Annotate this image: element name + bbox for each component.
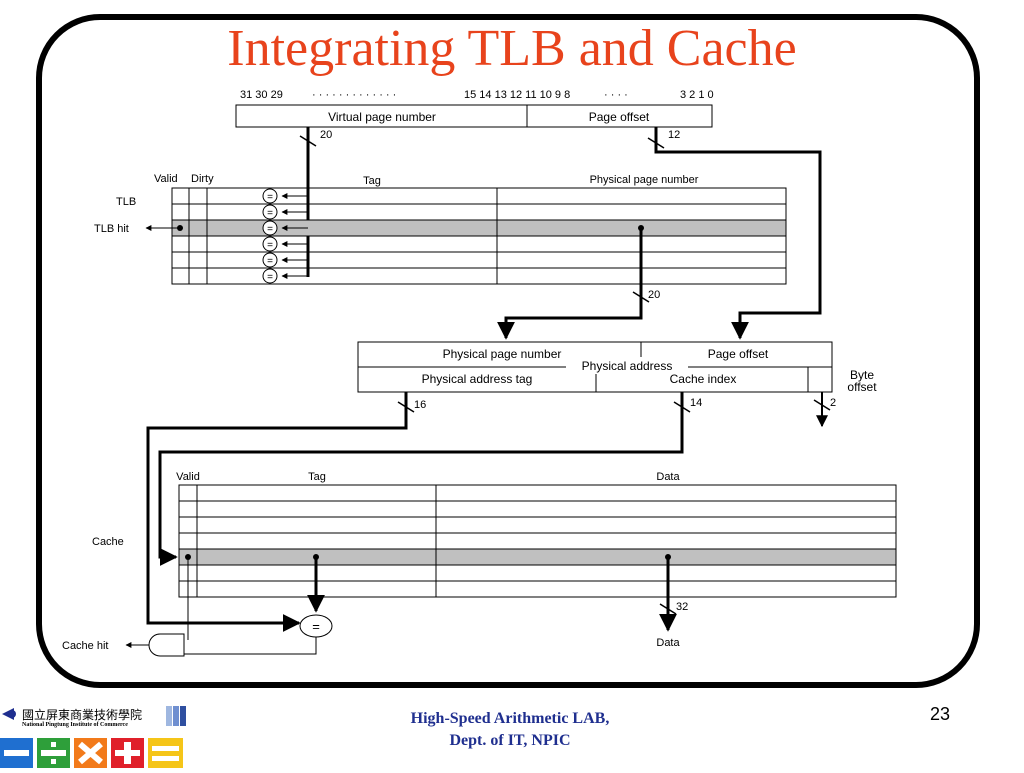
institute-logo: 國立屏東商業技術學院 National Pingtung Institute o… xyxy=(0,706,200,773)
pa-tag-label: Physical address tag xyxy=(422,372,533,386)
ppn-width: 20 xyxy=(648,289,660,301)
tlb-tag-header: Tag xyxy=(363,175,381,187)
svg-text:=: = xyxy=(267,192,273,203)
pa-index-bus: 14 xyxy=(158,392,702,566)
data-width: 32 xyxy=(676,601,688,613)
vpn-width: 20 xyxy=(320,129,332,141)
svg-text:=: = xyxy=(267,224,273,235)
tlb-hit-label: TLB hit xyxy=(94,223,129,235)
cache-label: Cache xyxy=(92,536,124,548)
data-out-label: Data xyxy=(656,637,680,649)
cache-tag-header: Tag xyxy=(308,471,326,483)
footer-line-2: Dept. of IT, NPIC xyxy=(449,732,571,749)
pa-ppn-label: Physical page number xyxy=(443,347,562,361)
tlb-dirty-header: Dirty xyxy=(191,173,214,185)
virtual-address-bits: 31 30 29 · · · · · · · · · · · · · 15 14… xyxy=(240,89,714,101)
cache-table: Valid Tag Data Cache xyxy=(92,471,897,598)
tlb-valid-header: Valid xyxy=(154,173,178,185)
pa-tag-bus: 16 xyxy=(146,392,426,632)
vaddr-offset-label: Page offset xyxy=(589,110,650,124)
cache-hit-label: Cache hit xyxy=(62,640,108,652)
pa-offset-label: Page offset xyxy=(708,347,769,361)
cache-highlight-row xyxy=(179,549,896,565)
tlb-comparator: = = = = = = xyxy=(262,188,278,284)
logo-graphic xyxy=(0,706,186,768)
cache-data-header: Data xyxy=(656,471,680,483)
cache-comparator: = xyxy=(184,614,333,655)
footer-lab-credit: High-Speed Arithmetic LAB, Dept. of IT, … xyxy=(330,708,690,752)
offset-width: 12 xyxy=(668,129,680,141)
tlb-table: Valid Dirty Tag Physical page number TLB xyxy=(116,173,787,285)
tlb-hit-signal: TLB hit xyxy=(94,223,183,235)
tlb-ppn-header: Physical page number xyxy=(590,174,699,186)
logo-institute-name: 國立屏東商業技術學院 xyxy=(22,708,143,722)
logo-institute-subtitle: National Pingtung Institute of Commerce xyxy=(22,722,128,728)
pa-index-label: Cache index xyxy=(670,372,737,386)
index-width: 14 xyxy=(690,397,702,409)
svg-text:=: = xyxy=(312,619,320,634)
cache-tag-readout xyxy=(307,554,325,613)
page-number: 23 xyxy=(930,704,951,724)
svg-text:=: = xyxy=(267,256,273,267)
byte-offset-bus: 2 xyxy=(813,392,836,428)
svg-text:=: = xyxy=(267,272,273,283)
tlb-comparators: = = = = = = xyxy=(262,188,308,284)
bits-mid: 15 14 13 12 11 10 9 8 xyxy=(464,89,570,101)
vpn-label: Virtual page number xyxy=(328,110,436,124)
tlb-label: TLB xyxy=(116,196,136,208)
valid-bit-wire xyxy=(185,554,191,640)
virtual-address-register: Virtual page number Page offset xyxy=(235,104,713,128)
bits-right: 3 2 1 0 xyxy=(680,89,714,101)
footer-line-1: High-Speed Arithmetic LAB, xyxy=(410,710,610,727)
cache-hit-signal: Cache hit xyxy=(62,640,149,652)
and-gate xyxy=(148,633,185,657)
tlb-highlight-row xyxy=(172,220,786,236)
page-offset-bus: 12 xyxy=(647,127,822,340)
vpn-bus: 20 xyxy=(299,127,332,277)
svg-text:=: = xyxy=(267,240,273,251)
byte-offset-width: 2 xyxy=(830,397,836,409)
tlb-cache-diagram: 31 30 29 · · · · · · · · · · · · · 15 14… xyxy=(62,89,897,657)
bits-left: 31 30 29 xyxy=(240,89,283,101)
byte-offset-label-1: Byte xyxy=(850,368,874,382)
bits-dots-2: · · · · xyxy=(604,89,628,101)
cache-valid-header: Valid xyxy=(176,471,200,483)
slide-title: Integrating TLB and Cache xyxy=(227,20,797,77)
pa-label: Physical address xyxy=(582,359,673,373)
bits-dots-1: · · · · · · · · · · · · · xyxy=(312,89,396,101)
byte-offset-label-2: offset xyxy=(847,380,877,394)
tag-width: 16 xyxy=(414,399,426,411)
data-output-bus: 32 Data xyxy=(656,554,688,649)
physical-address-register: Physical page number Page offset Physica… xyxy=(357,341,877,394)
svg-text:=: = xyxy=(267,208,273,219)
ppn-bus: 20 xyxy=(497,225,660,340)
